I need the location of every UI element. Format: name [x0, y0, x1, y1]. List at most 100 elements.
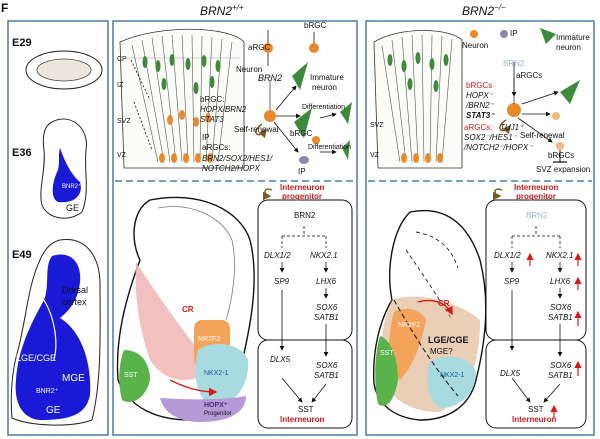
wt-brgc-colon: bRGC:: [200, 95, 225, 104]
ko-gene-dlx12: DLX1/2: [494, 251, 521, 260]
wt-brgc2-label: bRGC: [290, 129, 313, 138]
panel-letter: F: [1, 1, 9, 15]
ko-header-sup: −/−: [494, 3, 506, 12]
ko-gene-sp9: SP9: [504, 277, 520, 286]
ko-gene-sox6b: SOX6: [550, 361, 572, 370]
e49-ge-label: GE: [46, 405, 61, 416]
wt-brn2-label: BRN2: [258, 73, 283, 83]
ko-argcs-colon: aRGCs:: [464, 123, 493, 132]
wt-genes-1: BRN2/SOX2/HES1/: [202, 154, 273, 163]
wt-gene-sp9: SP9: [274, 277, 290, 286]
wt-interneuron-progenitor-1: Interneuron: [280, 183, 325, 192]
ko-panel-frame: [365, 20, 595, 436]
wt-nr2f2-label: NR2F2: [198, 336, 221, 343]
ko-sox2: SOX2⁻/HES1⁻: [464, 133, 517, 142]
wt-svz: SVZ: [117, 118, 131, 125]
left-panel-frame: [7, 20, 109, 436]
wt-cortex-schematic: [119, 28, 245, 169]
stage-e36: E36: [12, 147, 32, 159]
ko-neuron-label: Neuron: [462, 41, 489, 50]
wt-gene-box-lower: [257, 339, 353, 429]
ko-nr2f2-label: NR2F2: [398, 322, 421, 329]
ko-gene-nkx21: NKX2.1: [546, 251, 574, 260]
ko-cortex-schematic: [373, 30, 463, 169]
ko-svz: SVZ: [370, 122, 384, 129]
wt-cr-label: CR: [182, 305, 194, 314]
ko-ibrn2: /BRN2⁻: [466, 101, 494, 110]
wt-ip-label: IP: [202, 133, 210, 142]
ko-gene-lhx6: LHX6: [550, 277, 571, 286]
ko-hopx: HOPX⁻: [466, 91, 493, 100]
wt-iz: IZ: [117, 82, 124, 89]
ko-notch2: /NOTCH2⁻/HOPX⁻: [464, 143, 533, 152]
ko-cr-label: CR: [438, 299, 450, 308]
ko-self-renewal: Self-renewal: [520, 131, 565, 140]
ko-gene-box-lower: [485, 339, 587, 429]
ko-forebrain-schematic: [372, 209, 487, 421]
wt-self-renewal: Self-renewal: [234, 125, 279, 134]
wt-hopx-brn2: HOPX/BRN2: [200, 105, 247, 114]
ko-interneuron-progenitor-2: progenitor: [516, 192, 556, 201]
e36-bnr2-label: BNR2⁺: [62, 184, 82, 190]
wt-argc-label: aRGC: [248, 43, 271, 52]
wt-immature-2: neuron: [312, 83, 337, 92]
ko-argcs: aRGCs: [516, 71, 543, 80]
ko-gene-brn2: BRN2: [526, 211, 548, 220]
wt-ip2-label: IP: [298, 167, 306, 176]
ko-sst-out: SST: [528, 405, 544, 414]
ko-interneuron-progenitor-1: Interneuron: [514, 183, 559, 192]
ko-sst-label: SST: [380, 350, 394, 357]
ko-header: BRN2−/−: [462, 3, 506, 18]
wt-header-base: BRN2: [200, 4, 233, 18]
ko-header-base: BRN2: [462, 4, 495, 18]
ko-gene-sox6: SOX6: [550, 303, 572, 312]
wt-immature-1: Immature: [310, 73, 344, 82]
ko-interneuron: Interneuron: [512, 415, 557, 424]
wt-gene-nkx21: NKX2.1: [310, 251, 338, 260]
e49-cortex-label: cortex: [62, 297, 87, 307]
ko-immature-1: Immature: [556, 33, 590, 42]
wt-gene-dlx5: DLX5: [270, 355, 291, 364]
e36-ge: [52, 148, 81, 203]
e49-dorsal-label: Dorsal: [62, 285, 89, 295]
stage-e49: E49: [12, 249, 32, 261]
ko-gene-satb1: SATB1: [548, 313, 573, 322]
ko-tuj1: TUJ1⁺: [500, 123, 524, 132]
wt-vz: VZ: [117, 152, 126, 159]
wt-gene-dlx12: DLX1/2: [264, 251, 291, 260]
wt-gene-satb1b: SATB1: [314, 371, 339, 380]
ko-stat3: STAT3⁻: [466, 111, 495, 120]
wt-cell-icons: [263, 30, 352, 164]
ko-gene-dlx5: DLX5: [500, 369, 521, 378]
e49-ge: [15, 254, 91, 420]
ko-lge-label: LGE/CGE: [428, 335, 469, 345]
wt-sst-out: SST: [298, 405, 314, 414]
e36-ge-label: GE: [66, 203, 80, 213]
ko-gene-satb1b: SATB1: [548, 371, 573, 380]
wt-neuron-label: Neuron: [236, 65, 263, 74]
wt-gene-lhx6: LHX6: [316, 277, 337, 286]
e49-bnr2-label: BNR2⁺: [36, 388, 59, 395]
ko-brgcs: bRGCs: [466, 81, 493, 90]
wt-diff-1: Differentiation: [302, 104, 346, 111]
e49-lge-label: LGE/CGE: [16, 353, 57, 363]
ko-svz-expansion: SVZ expansion: [536, 165, 591, 174]
wt-brgc-label: bRGC: [304, 21, 327, 30]
wt-forebrain-schematic: [116, 196, 255, 422]
wt-sst-label: SST: [124, 372, 138, 379]
wt-interneuron-progenitor-2: progenitor: [282, 192, 322, 201]
wt-interneuron: Interneuron: [280, 415, 325, 424]
wt-panel-frame: [112, 20, 358, 436]
ko-vz: VZ: [370, 152, 379, 159]
e29-ventricle: [36, 58, 92, 82]
wt-gene-sox6: SOX6: [316, 303, 338, 312]
ko-nkx21-label: NKX2-1: [440, 372, 465, 379]
wt-gene-sox6b: SOX6: [316, 361, 338, 370]
wt-header-sup: +/+: [232, 3, 244, 12]
wt-nkx21-label: NKX2-1: [204, 370, 229, 377]
wt-hopx-prog-2: Progenitor: [204, 411, 232, 417]
wt-diff-2: Differentiation: [308, 144, 352, 151]
ko-brgcs2: bRGCs: [548, 151, 575, 160]
wt-cp: CP: [117, 56, 127, 63]
wt-stat3: STAT3: [200, 115, 224, 124]
